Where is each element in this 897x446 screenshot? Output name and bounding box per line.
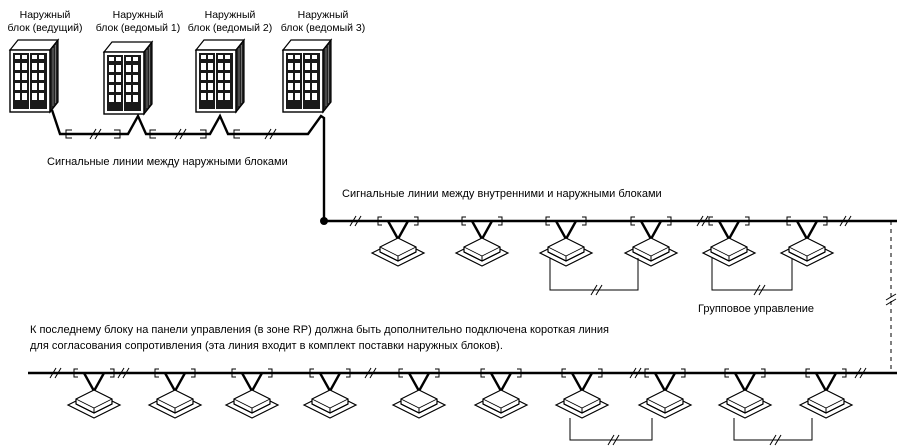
indoor-drop-line xyxy=(82,372,106,394)
outdoor-unit-label: Наружный блок (ведомый 2) xyxy=(180,9,280,35)
terminal-bracket xyxy=(480,368,522,378)
indoor-drop-line xyxy=(470,220,494,242)
group-control-link xyxy=(569,418,813,446)
outdoor-unit-label: Наружный блок (ведомый 3) xyxy=(273,9,373,35)
outdoor-unit-icon xyxy=(103,41,153,115)
group-control-link xyxy=(549,258,793,296)
outdoor-unit-icon xyxy=(9,39,59,113)
cassette-indoor-unit-icon xyxy=(702,237,756,267)
group-control-label: Групповое управление xyxy=(698,303,815,315)
outdoor-unit-label: Наружный блок (ведущий) xyxy=(4,9,86,35)
terminator-note-line1: К последнему блоку на панели управления … xyxy=(30,324,609,336)
terminal-bracket xyxy=(545,216,587,226)
cassette-indoor-unit-icon xyxy=(392,389,446,419)
outdoor-unit-label-line1: Наружный xyxy=(297,9,349,21)
terminator-note-line2: для согласования сопротивления (эта лини… xyxy=(30,340,503,352)
outdoor-signal-line xyxy=(50,109,326,221)
indoor-outdoor-signal-label: Сигнальные линии между внутренними и нар… xyxy=(342,188,662,200)
terminal-bracket xyxy=(644,368,686,378)
indoor-drop-line xyxy=(733,372,757,394)
cassette-indoor-unit-icon xyxy=(624,237,678,267)
outdoor-unit-label-line1: Наружный xyxy=(204,9,256,21)
indoor-drop-line xyxy=(163,372,187,394)
outdoor-unit-label-line2: блок (ведомый 1) xyxy=(95,22,181,34)
indoor-drop-line xyxy=(653,372,677,394)
indoor-drop-line xyxy=(795,220,819,242)
cassette-indoor-unit-icon xyxy=(225,389,279,419)
indoor-drop-line xyxy=(639,220,663,242)
terminal-bracket xyxy=(231,368,273,378)
outdoor-signal-label: Сигнальные линии между наружными блоками xyxy=(47,156,288,168)
cassette-indoor-unit-icon xyxy=(67,389,121,419)
indoor-drop-line xyxy=(318,372,342,394)
indoor-drop-line xyxy=(489,372,513,394)
cassette-indoor-unit-icon xyxy=(539,237,593,267)
outdoor-unit-icon xyxy=(195,39,245,113)
cassette-indoor-unit-icon xyxy=(555,389,609,419)
cassette-indoor-unit-icon xyxy=(474,389,528,419)
outdoor-unit-label-line2: блок (ведущий) xyxy=(7,22,83,34)
cassette-indoor-unit-icon xyxy=(799,389,853,419)
outdoor-unit-icon xyxy=(282,39,332,113)
outdoor-unit-label-line2: блок (ведомый 3) xyxy=(280,22,366,34)
cassette-indoor-unit-icon xyxy=(303,389,357,419)
terminal-bracket xyxy=(708,216,750,226)
terminal-bracket xyxy=(154,368,196,378)
terminal-bracket xyxy=(805,368,847,378)
indoor-drop-line xyxy=(407,372,431,394)
terminal-bracket xyxy=(398,368,440,378)
indoor-drop-line xyxy=(717,220,741,242)
cassette-indoor-unit-icon xyxy=(455,237,509,267)
outdoor-unit-label-line1: Наружный xyxy=(19,9,71,21)
terminal-bracket xyxy=(377,216,419,226)
outdoor-unit-label: Наружный блок (ведомый 1) xyxy=(88,9,188,35)
terminal-bracket xyxy=(73,368,115,378)
outdoor-unit-label-line2: блок (ведомый 2) xyxy=(187,22,273,34)
cassette-indoor-unit-icon xyxy=(371,237,425,267)
outdoor-unit-label-line1: Наружный xyxy=(112,9,164,21)
terminal-bracket xyxy=(461,216,503,226)
cassette-indoor-unit-icon xyxy=(148,389,202,419)
terminal-bracket xyxy=(630,216,672,226)
cassette-indoor-unit-icon xyxy=(780,237,834,267)
terminal-bracket xyxy=(724,368,766,378)
indoor-drop-line xyxy=(554,220,578,242)
indoor-drop-line xyxy=(240,372,264,394)
terminal-bracket xyxy=(309,368,351,378)
indoor-drop-line xyxy=(386,220,410,242)
indoor-drop-line xyxy=(570,372,594,394)
terminal-bracket xyxy=(786,216,828,226)
terminal-bracket xyxy=(561,368,603,378)
indoor-drop-line xyxy=(814,372,838,394)
cassette-indoor-unit-icon xyxy=(718,389,772,419)
cassette-indoor-unit-icon xyxy=(638,389,692,419)
